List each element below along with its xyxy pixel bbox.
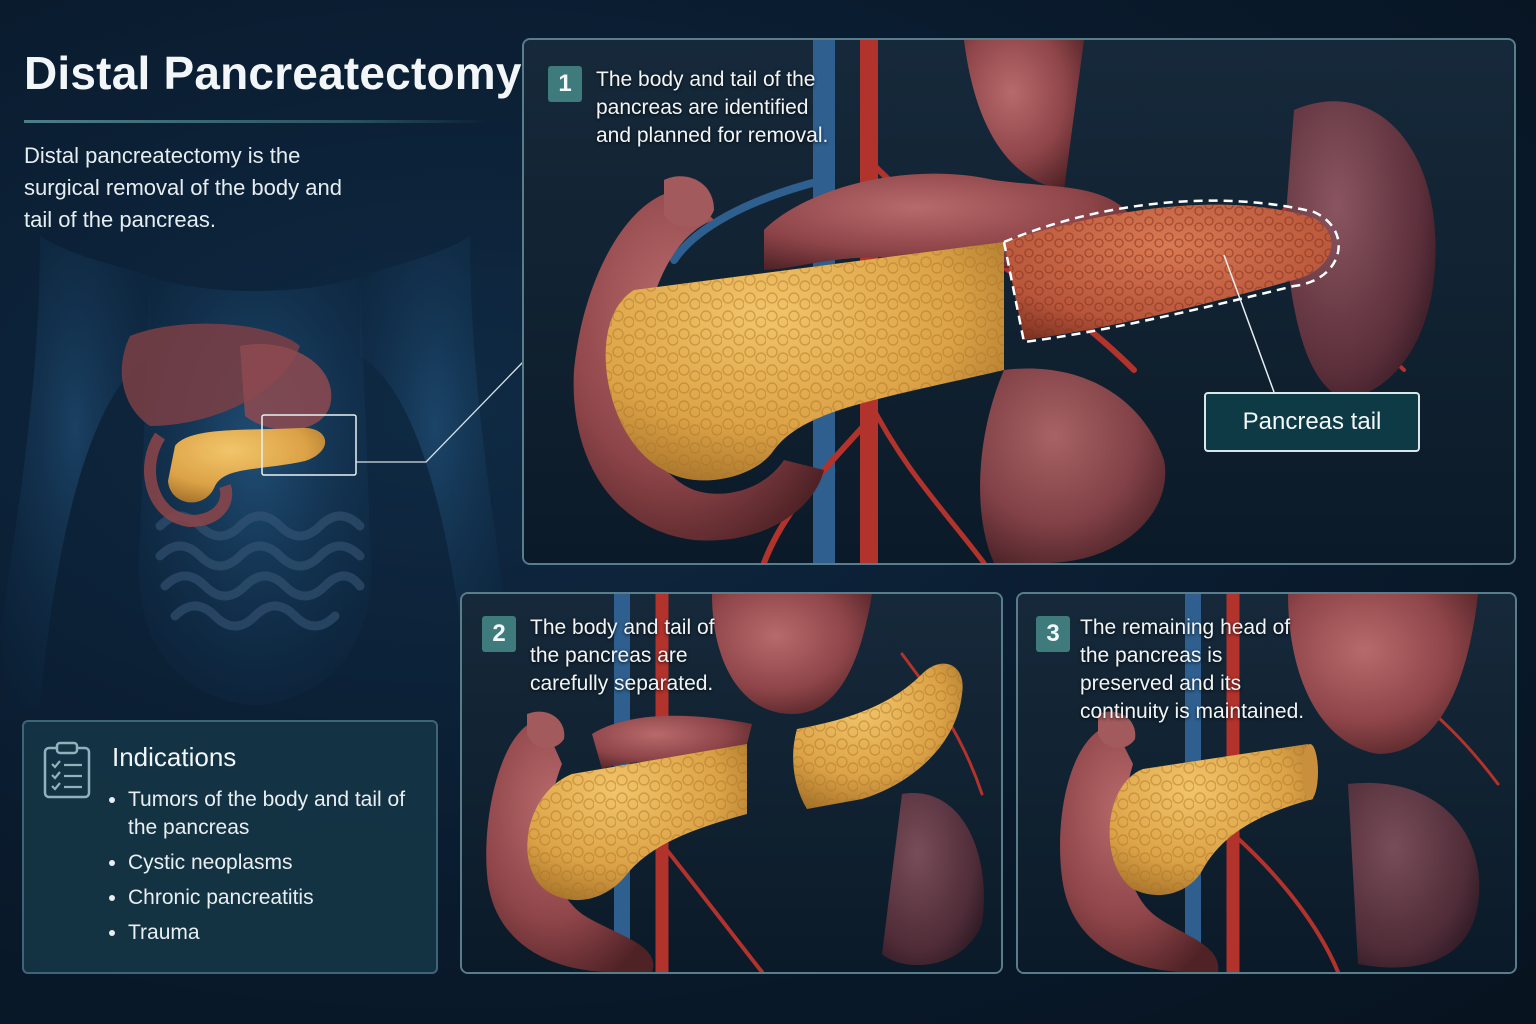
torso-overview-illustration xyxy=(0,236,510,716)
pancreas-tail-callout: Pancreas tail xyxy=(1204,392,1420,452)
pancreas-separated-illustration xyxy=(462,594,1001,972)
indication-item: Chronic pancreatitis xyxy=(128,884,428,912)
title-underline xyxy=(24,120,486,123)
indications-heading: Indications xyxy=(112,742,237,772)
step-3-panel: 3 The remaining head of the pancreas is … xyxy=(1016,592,1517,974)
step-1-badge: 1 xyxy=(548,66,582,102)
intro-text: Distal pancreatectomy is the surgical re… xyxy=(24,143,342,232)
step-1-description: The body and tail of the pancreas are id… xyxy=(596,68,829,147)
indication-item: Cystic neoplasms xyxy=(128,849,428,877)
step-2-description: The body and tail of the pancreas are ca… xyxy=(530,616,715,695)
step-1-panel: 1 The body and tail of the pancreas are … xyxy=(522,38,1516,565)
indications-box: Indications Tumors of the body and tail … xyxy=(22,720,438,974)
indication-item: Tumors of the body and tail of the pancr… xyxy=(128,786,428,842)
indications-list: Tumors of the body and tail of the pancr… xyxy=(112,786,428,954)
clipboard-checklist-icon xyxy=(43,741,91,799)
step-3-description: The remaining head of the pancreas is pr… xyxy=(1080,616,1305,723)
indication-item: Trauma xyxy=(128,919,428,947)
page-title: Distal Pancreatectomy xyxy=(24,47,522,99)
step-2-badge: 2 xyxy=(482,616,516,652)
pancreas-head-preserved-illustration xyxy=(1018,594,1515,972)
step-3-badge: 3 xyxy=(1036,616,1070,652)
step-2-panel: 2 The body and tail of the pancreas are … xyxy=(460,592,1003,974)
pancreas-identified-illustration xyxy=(524,40,1514,563)
